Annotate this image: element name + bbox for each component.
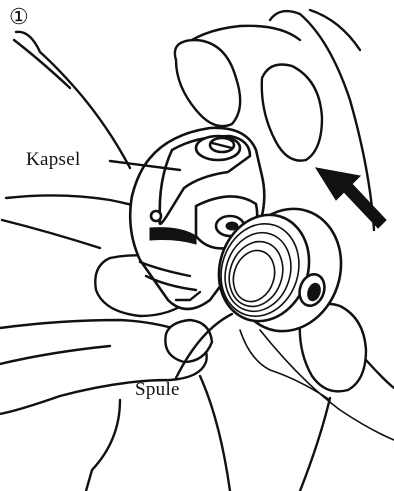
kapsel-label: Kapsel: [26, 150, 81, 169]
step-number: ①: [9, 6, 29, 28]
spule-label: Spule: [135, 380, 180, 399]
arrow-icon: [316, 168, 386, 228]
